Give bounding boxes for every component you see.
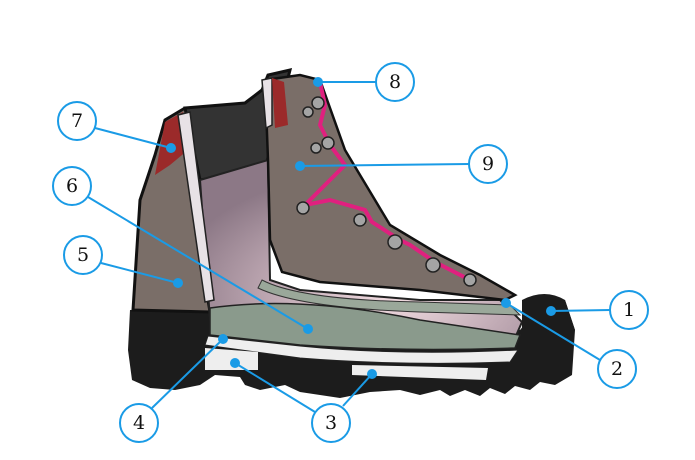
forefoot-insert — [352, 365, 488, 380]
callout-label: 5 — [77, 244, 89, 266]
lace — [298, 81, 471, 282]
callout-6: 6 — [52, 166, 92, 206]
callout-label: 3 — [325, 412, 337, 434]
front-stay — [261, 77, 273, 130]
callout-label: 6 — [66, 175, 78, 197]
callout-7: 7 — [57, 101, 97, 141]
callout-label: 9 — [482, 153, 494, 175]
midsole-white-band — [204, 335, 519, 364]
callout-leaders — [87, 77, 611, 413]
callout-1: 1 — [609, 290, 649, 330]
front-accent — [272, 78, 288, 128]
callout-label: 7 — [71, 110, 83, 132]
callout-3: 3 — [311, 403, 351, 443]
callout-8: 8 — [375, 62, 415, 102]
lacing-panel — [263, 73, 518, 302]
heel-insert — [205, 348, 258, 370]
midsole — [209, 302, 522, 351]
lacing-panel-trim — [257, 279, 522, 316]
toe-cap — [522, 294, 575, 338]
callout-2: 2 — [597, 349, 637, 389]
eyelets — [296, 96, 477, 287]
callout-label: 8 — [389, 71, 401, 93]
back-stay — [177, 111, 215, 303]
callout-9: 9 — [468, 144, 508, 184]
callout-4: 4 — [119, 403, 159, 443]
callout-label: 2 — [611, 358, 623, 380]
callout-5: 5 — [63, 235, 103, 275]
callout-label: 4 — [133, 412, 145, 434]
callout-label: 1 — [623, 299, 635, 321]
